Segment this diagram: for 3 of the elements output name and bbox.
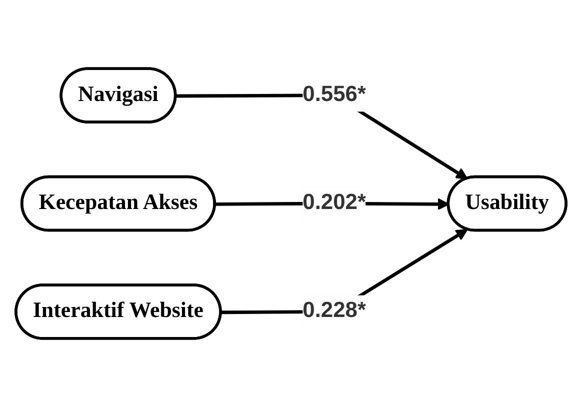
edge-label: 0.556* <box>302 82 366 106</box>
edge-label: 0.228* <box>302 299 366 323</box>
edge-label: 0.202* <box>302 191 366 214</box>
